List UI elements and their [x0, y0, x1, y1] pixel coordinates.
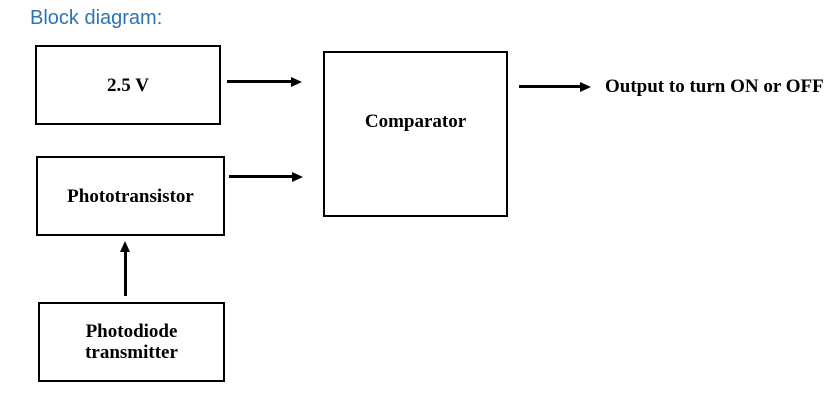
- arrowhead-right-icon: [292, 172, 303, 182]
- diagram-title: Block diagram:: [30, 7, 163, 29]
- output-label: Output to turn ON or OFF: [605, 76, 824, 97]
- block-comparator: Comparator: [323, 51, 508, 217]
- block-phototransistor-label: Phototransistor: [67, 185, 194, 207]
- block-photodiode-transmitter-label: Photodiode transmitter: [85, 321, 178, 363]
- block-photodiode-transmitter: Photodiode transmitter: [38, 302, 225, 382]
- arrowhead-right-icon: [580, 82, 591, 92]
- arrowhead-up-icon: [120, 241, 130, 252]
- block-comparator-label: Comparator: [364, 111, 467, 132]
- block-voltage-reference-label: 2.5 V: [107, 74, 149, 96]
- arrow-shaft: [519, 85, 580, 88]
- arrow-shaft: [229, 175, 292, 178]
- arrow-shaft: [227, 80, 291, 83]
- block-phototransistor: Phototransistor: [36, 156, 225, 236]
- arrowhead-right-icon: [291, 77, 302, 87]
- arrow-shaft: [124, 251, 127, 296]
- block-voltage-reference: 2.5 V: [35, 45, 221, 125]
